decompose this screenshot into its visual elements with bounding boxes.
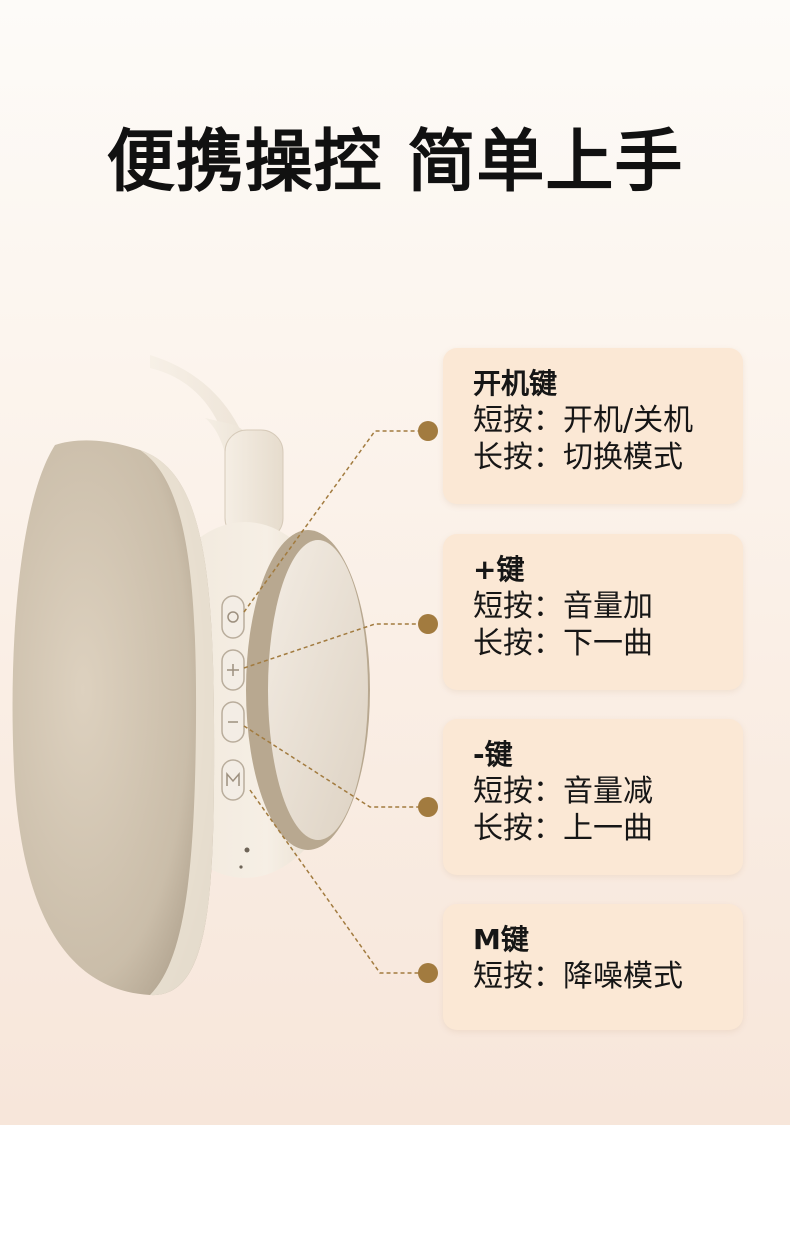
leader-dot-plus [418,614,438,634]
headphone-illustration [12,355,438,996]
callout-m-key: M键 短按：降噪模式 [443,904,743,1030]
callout-line: 长按：上一曲 [473,811,653,846]
callout-minus-key: -键 短按：音量减 长按：上一曲 [443,719,743,875]
leader-dot-power [418,421,438,441]
callout-title: 开机键 [473,367,558,400]
page-title: 便携操控 简单上手 [106,123,684,202]
ear-cushion-edge [140,450,215,996]
callout-line: 长按：切换模式 [473,440,683,475]
callout-line: 短按：音量加 [473,589,653,624]
callout-line: 长按：下一曲 [473,626,653,661]
power-icon [227,611,239,623]
leader-dot-minus [418,797,438,817]
callout-power-key: 开机键 短按：开机/关机 长按：切换模式 [443,348,743,504]
power-button [221,595,245,639]
callout-plus-key: +键 短按：音量加 长按：下一曲 [443,534,743,690]
leader-line-minus [243,725,428,808]
mic-hole [239,865,243,869]
product-poster: 便携操控 简单上手 [0,0,790,1125]
earcup-plate [268,540,368,840]
callout-line: 短按：开机/关机 [473,403,694,438]
leader-dot-m [418,963,438,983]
leader-line-m [249,789,428,974]
callout-title: M键 [473,923,529,956]
charge-port [244,847,250,853]
plus-icon [227,664,239,676]
m-icon [226,771,240,786]
callout-title: +键 [473,553,525,586]
ear-cushion [12,440,215,996]
callout-line: 短按：音量减 [473,774,653,809]
callout-line: 短按：降噪模式 [473,959,683,994]
callout-title: -键 [473,738,513,771]
